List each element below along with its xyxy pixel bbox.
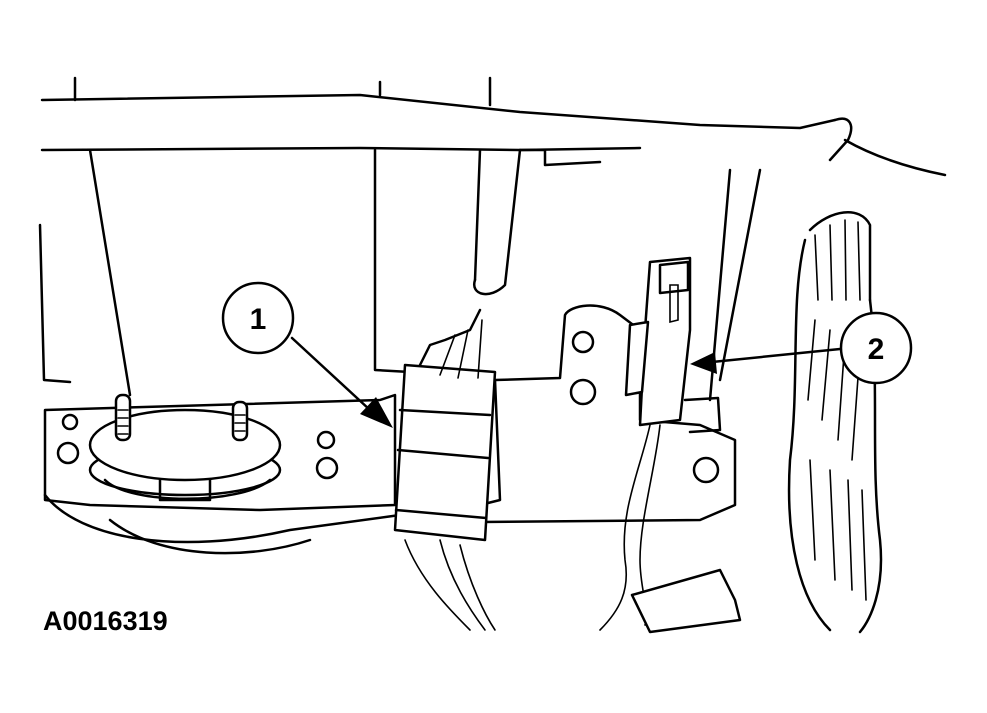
connector-1 [393, 308, 497, 631]
round-sensor-base [88, 393, 282, 502]
callout-2-label: 2 [868, 333, 885, 366]
arrowhead-2 [690, 352, 717, 374]
leader-line-1 [290, 336, 393, 428]
arrowhead-1 [360, 397, 393, 428]
callout-2: 2 [839, 311, 913, 385]
leader-line-2 [690, 346, 852, 374]
cable-bundle [708, 168, 883, 634]
callout-1-label: 1 [250, 303, 267, 336]
left-housing [38, 148, 602, 397]
figure-id: A0016319 [43, 606, 168, 636]
upper-frame-rail [40, 76, 947, 177]
callout-1: 1 [221, 281, 295, 355]
connector-2 [599, 256, 742, 634]
